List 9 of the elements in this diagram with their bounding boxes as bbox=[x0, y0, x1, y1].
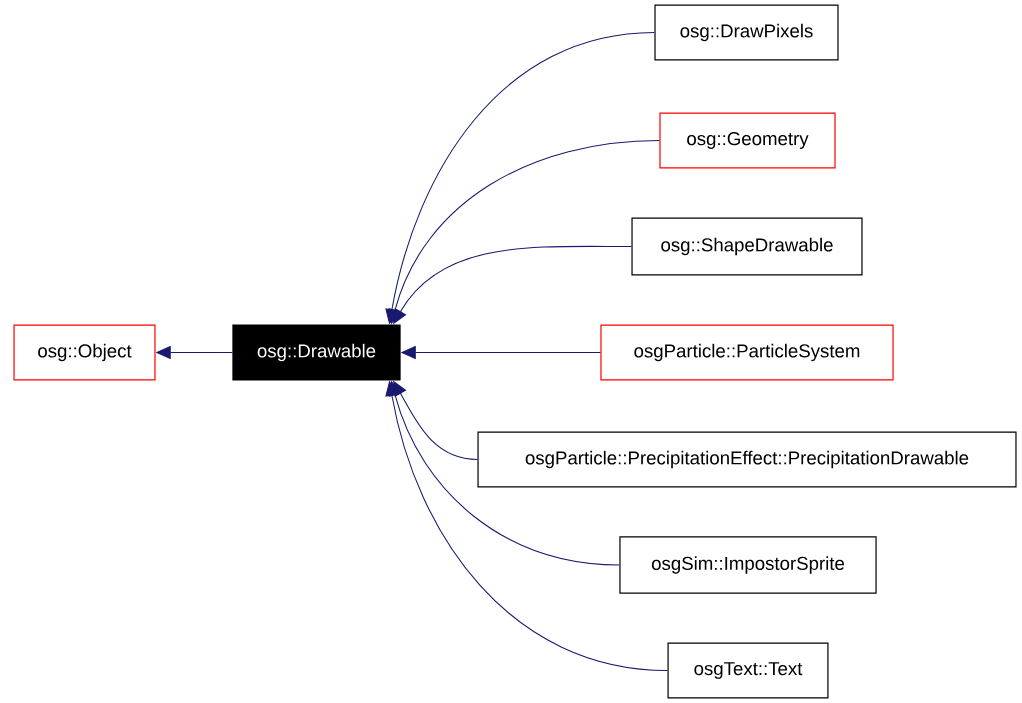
class-box: osgParticle::ParticleSystem bbox=[600, 324, 894, 381]
class-box: osgParticle::PrecipitationEffect::PrecipitationDrawable bbox=[477, 431, 1017, 488]
class-box: osg::Geometry bbox=[659, 112, 836, 169]
class-box: osg::Drawable bbox=[232, 324, 401, 381]
class-box: osg::Object bbox=[13, 324, 156, 381]
class-box: osgSim::ImpostorSprite bbox=[619, 536, 877, 594]
class-box: osg::ShapeDrawable bbox=[631, 217, 863, 276]
class-box: osgText::Text bbox=[667, 642, 829, 699]
class-box: osg::DrawPixels bbox=[654, 4, 839, 61]
